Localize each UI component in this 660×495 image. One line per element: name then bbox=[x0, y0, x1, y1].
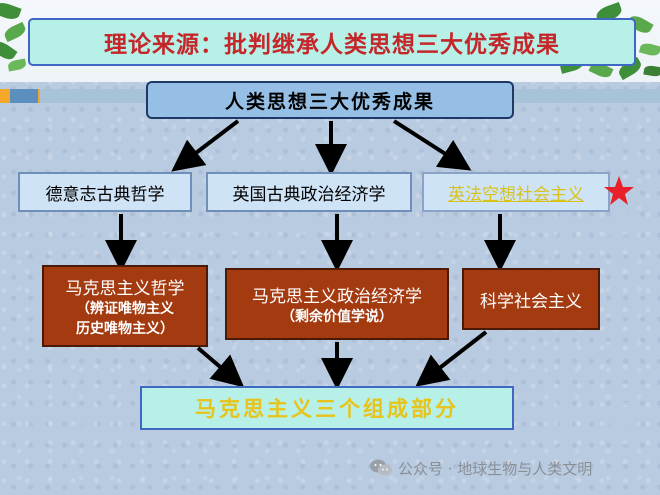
source-british-economics: 英国古典政治经济学 bbox=[206, 172, 412, 212]
result-philosophy-label: 马克思主义哲学 bbox=[65, 278, 185, 299]
result-philosophy-sub-2: 历史唯物主义） bbox=[76, 320, 174, 337]
result-economics-sub: （剩余价值学说） bbox=[281, 308, 393, 325]
top-node: 人类思想三大优秀成果 bbox=[146, 81, 514, 119]
arrow-top-to-philosophy bbox=[171, 119, 240, 172]
arrow-result1-to-bottom bbox=[196, 346, 245, 388]
source-german-philosophy: 德意志古典哲学 bbox=[18, 172, 192, 212]
wechat-icon bbox=[370, 459, 392, 476]
arrow-top-to-socialism bbox=[392, 119, 472, 171]
star-icon bbox=[604, 176, 634, 205]
arrow-result3-to-bottom bbox=[415, 330, 488, 387]
decorative-band-accent-blue bbox=[10, 89, 38, 103]
source-utopian-socialism: 英法空想社会主义 bbox=[422, 172, 610, 212]
result-economics: 马克思主义政治经济学 （剩余价值学说） bbox=[225, 268, 449, 340]
watermark: 公众号 · 地球生物与人类文明 bbox=[370, 456, 592, 480]
result-socialism: 科学社会主义 bbox=[462, 268, 600, 330]
result-economics-label: 马克思主义政治经济学 bbox=[252, 286, 422, 307]
watermark-text: 公众号 · 地球生物与人类文明 bbox=[398, 459, 593, 478]
result-socialism-label: 科学社会主义 bbox=[480, 291, 582, 312]
result-philosophy-sub-1: （辨证唯物主义 bbox=[76, 300, 174, 317]
bottom-summary: 马克思主义三个组成部分 bbox=[140, 386, 514, 430]
result-philosophy: 马克思主义哲学 （辨证唯物主义 历史唯物主义） bbox=[42, 265, 208, 347]
slide-title: 理论来源：批判继承人类思想三大优秀成果 bbox=[28, 18, 636, 66]
